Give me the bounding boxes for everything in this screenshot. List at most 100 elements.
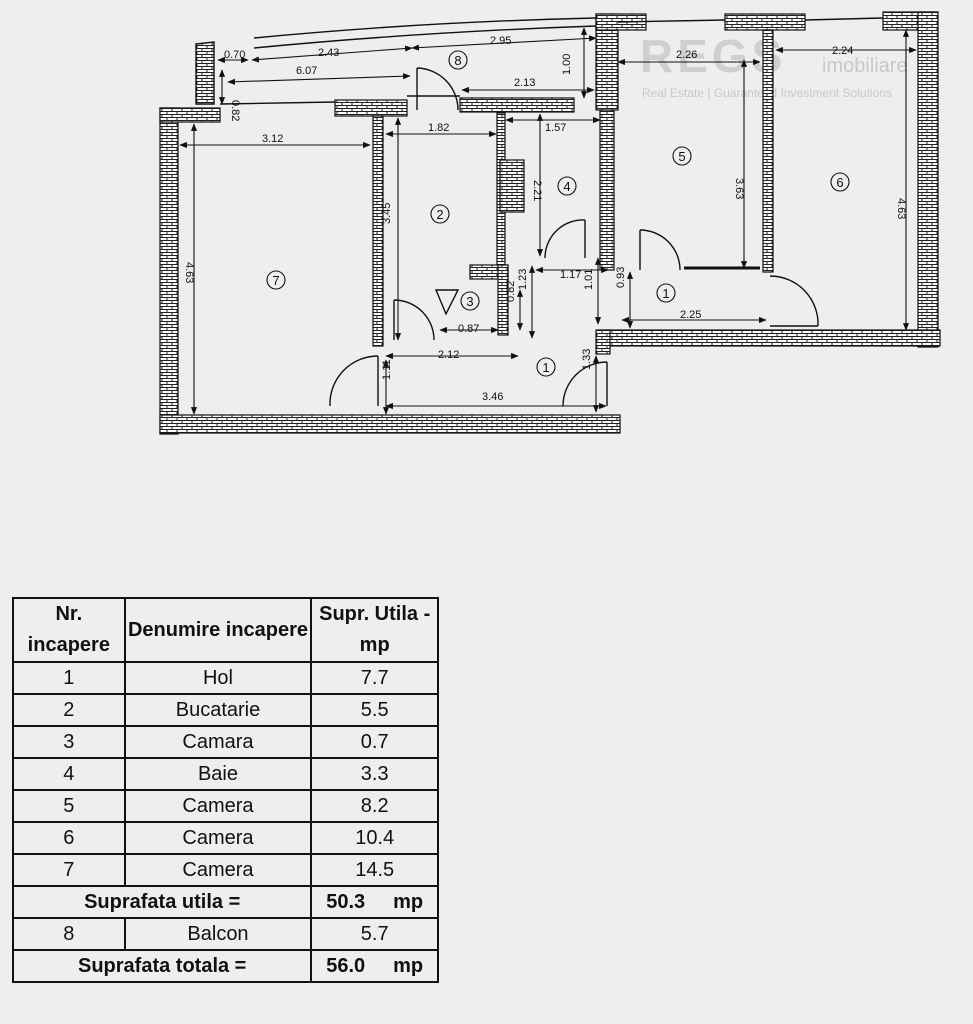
watermark-suffix: imobiliare [822,55,908,77]
dim-hall-e: 2.25 [680,309,701,321]
watermark: REGS imobiliare Real Estate | Guaranteed… [640,30,908,100]
wall-top-left [159,107,221,123]
dim-bath-h: 2.21 [531,180,543,201]
dim-hall-g: 1.11 [381,359,393,380]
header-nr: Nr. incapere [12,597,126,663]
row-nr: 3 [12,725,126,759]
room-label-2: 2 [436,207,443,222]
dim-room5-w: 2.26 [676,49,697,61]
row-area: 10.4 [310,821,439,855]
table-row: 3 Camara 0.7 [12,725,439,759]
table-header-row: Nr. incapere Denumire incapere Supr. Uti… [12,597,439,663]
room-numbers [266,50,850,377]
dim-hall-i: 3.46 [482,391,503,403]
dim-bath-w: 1.57 [545,122,566,134]
dim-hall-c: 1.01 [583,269,595,290]
row-area: 8.2 [310,789,439,823]
dim-hall-a: 1.17 [560,269,581,281]
wall-room5-room6 [762,29,774,273]
table-row: 6 Camera 10.4 [12,821,439,855]
wall-bath-room5 [599,109,615,271]
row-area: 5.5 [310,693,439,727]
room-label-8: 8 [454,53,461,68]
row-area: 0.7 [310,725,439,759]
dim-balcony-b: 2.43 [318,47,339,59]
total-area-row: Suprafata totala = 56.0 mp [11,949,439,983]
row-area: 14.5 [310,853,439,887]
balcony-nr: 8 [12,917,126,951]
wall-entry-post [595,329,611,355]
row-nr: 5 [12,789,126,823]
room-label-7: 7 [272,273,279,288]
walls [159,11,941,435]
table-row: 4 Baie 3.3 [12,757,439,791]
room-label-1-hall: 1 [542,360,549,375]
wall-bottom-right [607,329,941,347]
dim-pantry-w: 0.87 [458,323,479,335]
balcony-area: 5.7 [310,917,439,951]
row-nr: 6 [12,821,126,855]
dimension-lines [179,27,917,415]
wall-right [917,11,939,348]
row-nr: 4 [12,757,126,791]
total-area-value: 56.0 [326,954,366,977]
watermark-brand: REGS [640,30,786,82]
useful-area-unit: mp [393,890,424,913]
row-name: Camera [123,853,313,887]
table-row: 5 Camera 8.2 [12,789,439,823]
wall-kitchen-chimney [499,159,525,213]
total-area-cell: 56.0 mp [310,949,439,983]
dim-balcony-f: 6.07 [296,65,317,77]
dimension-labels: 0.70 2.43 2.95 1.00 0.82 6.07 2.13 2.26 … [183,35,907,403]
row-name: Hol [123,661,313,695]
useful-area-label: Suprafata utila = [11,885,313,919]
dim-hall-f: 2.12 [438,349,459,361]
wall-room7-kitchen [372,115,384,347]
total-area-label: Suprafata totala = [11,949,313,983]
row-name: Camara [123,725,313,759]
dim-hall-h: 1.33 [581,349,593,370]
room-label-3: 3 [466,294,473,309]
room-label-6: 6 [836,175,843,190]
header-name: Denumire incapere [123,597,313,663]
row-name: Baie [123,757,313,791]
row-nr: 2 [12,693,126,727]
floor-plan: REGS imobiliare Real Estate | Guaranteed… [159,11,941,435]
dim-room7-h: 4.63 [183,262,195,283]
dim-room6-h: 4.63 [895,198,907,219]
room-label-1: 1 [662,286,669,301]
table-row: 7 Camera 14.5 [12,853,439,887]
dim-balcony-g: 2.13 [514,77,535,89]
dim-balcony-d: 1.00 [561,54,573,75]
total-area-unit: mp [393,954,424,977]
wall-top-mid-right [724,13,806,31]
dim-balcony-c: 2.95 [490,35,511,47]
wall-bottom [159,414,621,434]
wall-top-mid [334,99,408,117]
dim-room7-w: 3.12 [262,133,283,145]
dim-room5-h: 3.63 [733,178,745,199]
dim-hall-d: 0.93 [615,267,627,288]
dim-room6-w: 2.24 [832,45,853,57]
table-row: 2 Bucatarie 5.5 [12,693,439,727]
dim-balcony-a: 0.70 [224,49,245,61]
table-row: 1 Hol 7.7 [12,661,439,695]
dim-kitchen-h: 3.45 [381,203,393,224]
header-area: Supr. Utila - mp [310,597,439,663]
row-nr: 7 [12,853,126,887]
room-label-4: 4 [563,179,570,194]
dim-pantry-h: 0.82 [505,281,517,302]
wall-pantry-right [497,264,509,336]
dim-kitchen-w: 1.82 [428,122,449,134]
room-number-labels: 1 2 3 4 5 6 7 8 1 [272,53,843,375]
balcony-name: Balcon [123,917,313,951]
balcony-row: 8 Balcon 5.7 [12,917,439,951]
wall-left [159,107,179,435]
row-area: 7.7 [310,661,439,695]
wall-top-bath [459,97,575,113]
dim-balcony-e: 0.82 [229,100,241,121]
dim-hall-b: 1.23 [517,269,529,290]
row-area: 3.3 [310,757,439,791]
